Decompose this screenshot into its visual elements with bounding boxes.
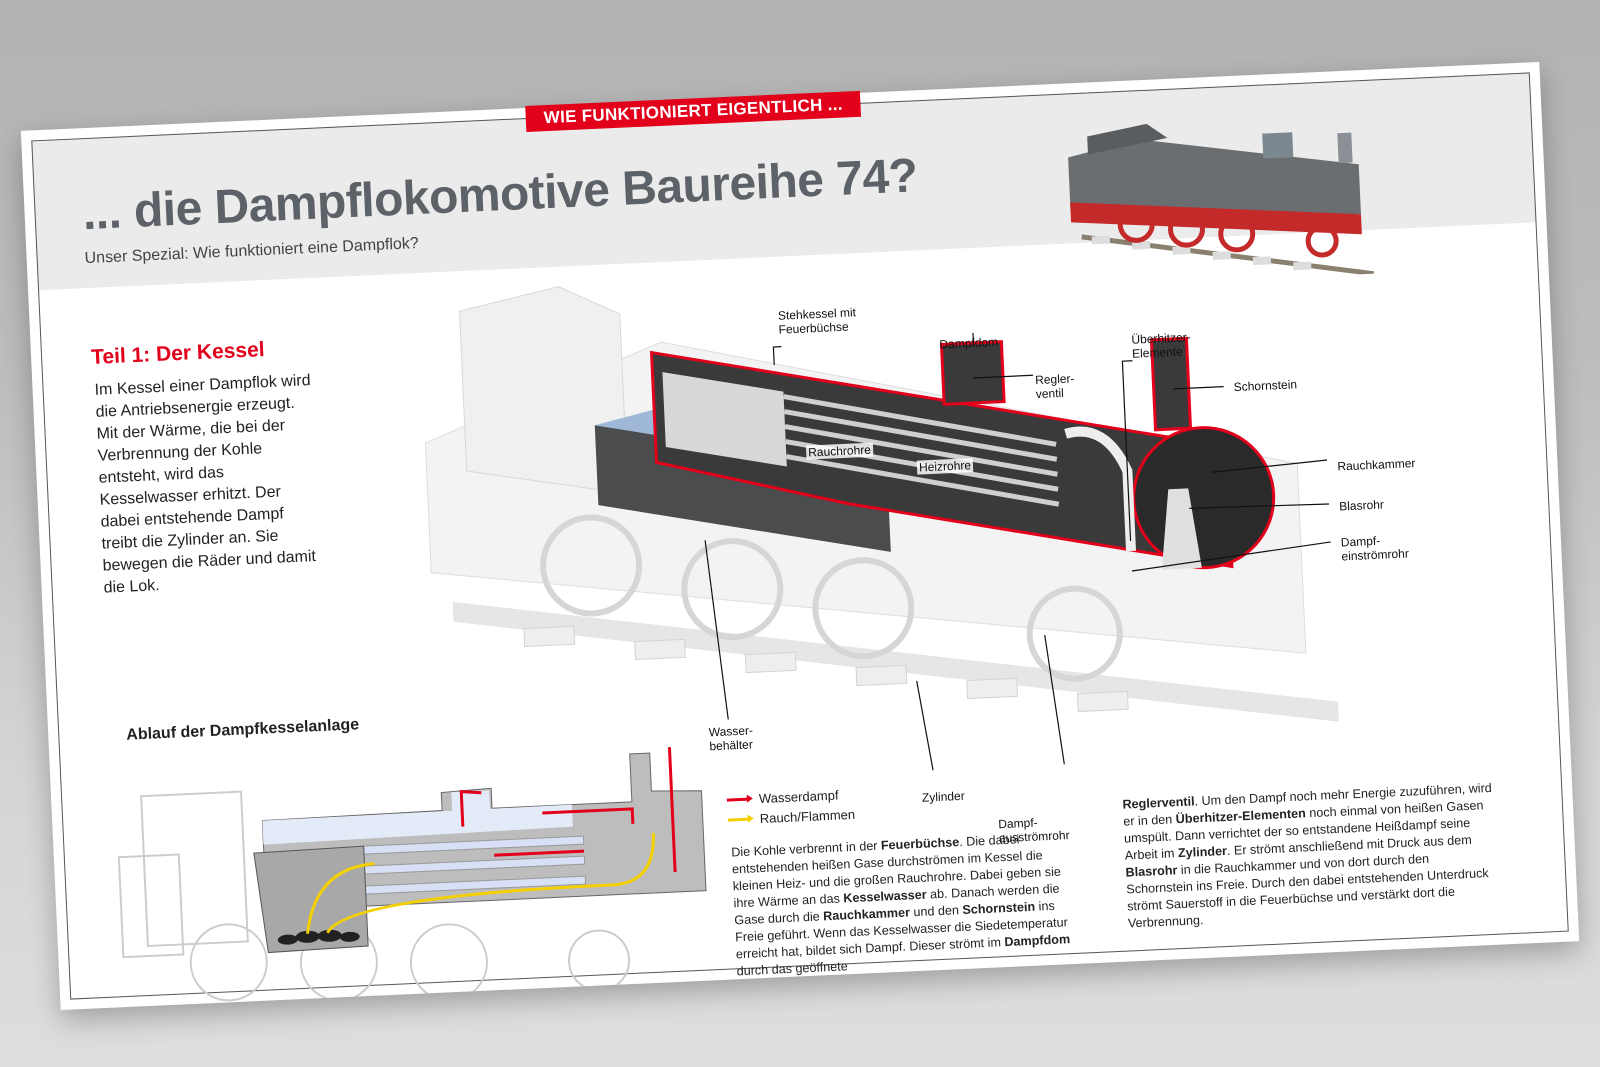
body-text-col2: Reglerventil. Um den Dampf noch mehr Ene… (1122, 780, 1498, 933)
track (1081, 234, 1375, 277)
bold-term: Schornstein (962, 899, 1036, 918)
label-zylinder: Zylinder (921, 788, 965, 805)
schematic-boiler (253, 752, 707, 954)
label-schornstein: Schornstein (1233, 377, 1298, 395)
bold-term: Zylinder (1177, 843, 1228, 861)
label-line: Regler- (1034, 371, 1075, 388)
bold-term: Kesselwasser (843, 887, 927, 906)
body-text-col1: Die Kohle verbrennt in der Feuerbüchse. … (731, 828, 1089, 980)
label-stehkessel: Stehkessel mit Feuerbüchse (778, 305, 857, 337)
bold-term: Reglerventil (1122, 794, 1195, 812)
leader-lines (704, 332, 1331, 796)
label-einstroemrohr: Dampf- einströmrohr (1341, 532, 1410, 564)
flow-arrows (306, 747, 677, 934)
locomotive-photo (1068, 123, 1375, 277)
legend: Wasserdampf Rauch/Flammen (726, 784, 855, 830)
wheels (540, 514, 1123, 682)
red-arrow-icon (726, 797, 749, 802)
text-run: durch das geöffnete (736, 959, 848, 979)
bold-term: Rauchkammer (822, 905, 911, 924)
boiler-schematic (117, 747, 707, 1002)
coal (277, 929, 360, 945)
rails (452, 601, 1339, 722)
cutaway-illustration (424, 286, 1339, 796)
label-line: Elemente (1131, 344, 1184, 361)
bold-term: Blasrohr (1125, 863, 1178, 880)
legend-label: Wasserdampf (758, 787, 839, 806)
bold-term: Dampfdom (1004, 932, 1071, 950)
label-ueberhitzer: Überhitzer- Elemente (1131, 330, 1192, 361)
intro-text: Im Kessel einer Dampflok wird die Antrie… (94, 372, 317, 597)
label-blasrohr: Blasrohr (1338, 497, 1385, 514)
label-heizrohre: Heizrohre (916, 458, 974, 475)
label-line: ventil (1035, 385, 1065, 402)
loco-wheels (1117, 205, 1339, 258)
yellow-arrow-icon (727, 817, 750, 822)
text-run: und den (909, 903, 963, 920)
bold-term: Feuerbüchse (880, 835, 960, 853)
legend-label: Rauch/Flammen (759, 806, 856, 826)
label-reglerventil: Regler- ventil (1035, 371, 1076, 401)
magazine-page: WIE FUNKTIONIERT EIGENTLICH ... ... die … (20, 61, 1580, 1011)
label-dampfdom: Dampfdom (939, 334, 999, 352)
